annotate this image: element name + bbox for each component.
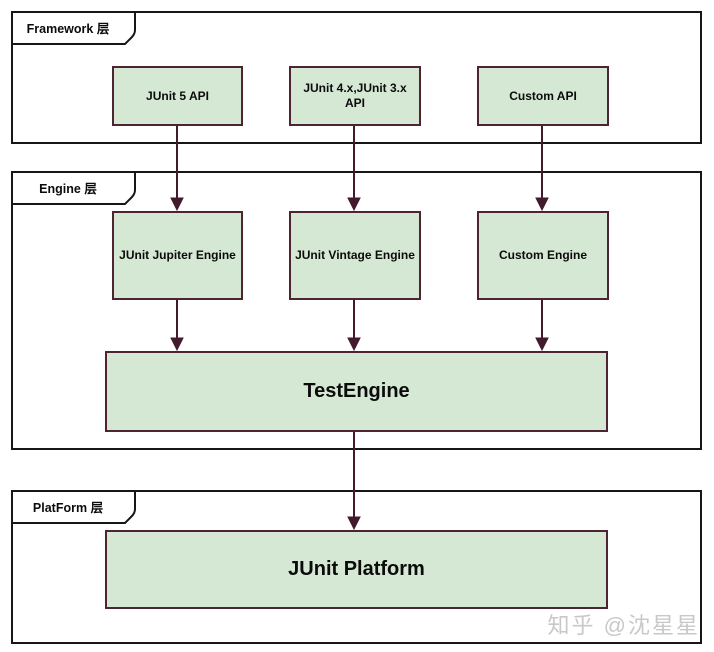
node-custom-api: Custom API <box>477 66 609 126</box>
zhihu-watermark: 知乎 @沈星星 <box>547 613 700 638</box>
tab-shape <box>11 11 136 45</box>
node-junit-vintage-engine: JUnit Vintage Engine <box>289 211 421 300</box>
node-label: Custom Engine <box>498 248 587 262</box>
node-junit5-api: JUnit 5 API <box>112 66 243 126</box>
node-label: JUnit 5 API <box>146 88 209 103</box>
node-label: Custom API <box>509 88 577 103</box>
node-label: JUnit Jupiter Engine <box>119 248 236 262</box>
tab-shape <box>11 490 136 524</box>
engine-layer-label: Engine 层 <box>39 181 97 196</box>
node-label: JUnit Vintage Engine <box>295 248 415 262</box>
tab-framework-layer: Framework 层 <box>11 11 137 47</box>
node-test-engine: TestEngine <box>105 351 608 432</box>
node-custom-engine: Custom Engine <box>477 211 609 300</box>
tab-engine-layer: Engine 层 <box>11 171 137 207</box>
node-label: TestEngine <box>303 380 410 402</box>
node-label: JUnit 4.x,JUnit 3.x API <box>303 81 407 110</box>
node-junit-jupiter-engine: JUnit Jupiter Engine <box>112 211 243 300</box>
node-junit4x-junit3x-api: JUnit 4.x,JUnit 3.x API <box>289 66 421 126</box>
tab-shape <box>11 171 136 205</box>
tab-platform-layer: PlatForm 层 <box>11 490 137 526</box>
platform-layer-label: PlatForm 层 <box>32 500 104 515</box>
framework-layer-label: Framework 层 <box>26 21 110 36</box>
node-label: JUnit Platform <box>288 558 425 580</box>
node-junit-platform: JUnit Platform <box>105 530 608 609</box>
